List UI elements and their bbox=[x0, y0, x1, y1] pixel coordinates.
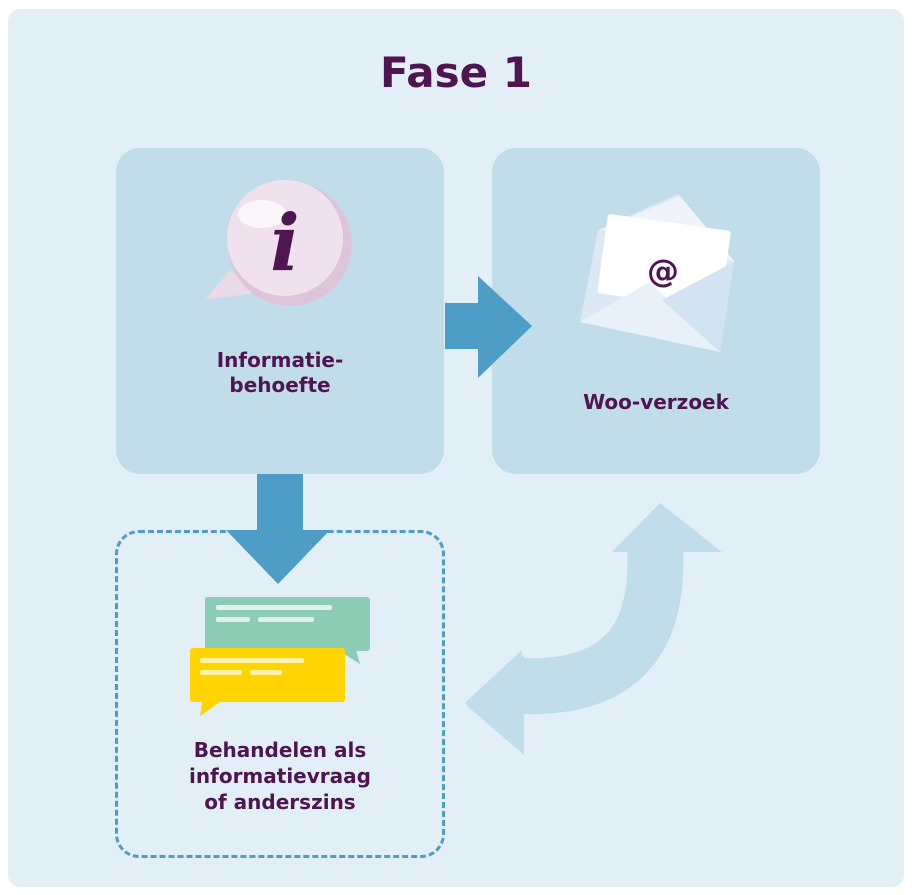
chat-bubbles-icon bbox=[190, 597, 370, 716]
at-glyph: @ bbox=[647, 252, 679, 290]
informatiebehoefte-label-line: Informatie- bbox=[216, 348, 344, 372]
informatiebehoefte-label: Informatie- behoefte bbox=[116, 348, 444, 398]
behandelen-label-line: Behandelen als bbox=[193, 738, 367, 762]
behandelen-label-line: of anderszins bbox=[204, 790, 356, 814]
bidirectional-arrow bbox=[465, 503, 722, 755]
behandelen-label-line: informatievraag bbox=[189, 764, 371, 788]
behandelen-label: Behandelen als informatievraag of anders… bbox=[116, 737, 444, 815]
email-envelope-icon: @ bbox=[580, 194, 735, 352]
arrow-right bbox=[445, 276, 532, 378]
informatiebehoefte-label-line: behoefte bbox=[229, 373, 331, 397]
woo-verzoek-label: Woo-verzoek bbox=[583, 390, 729, 414]
info-speech-bubble-icon: i bbox=[205, 180, 352, 306]
arrow-down bbox=[226, 474, 330, 584]
info-glyph: i bbox=[270, 198, 300, 289]
diagram-title: Fase 1 bbox=[380, 48, 532, 97]
